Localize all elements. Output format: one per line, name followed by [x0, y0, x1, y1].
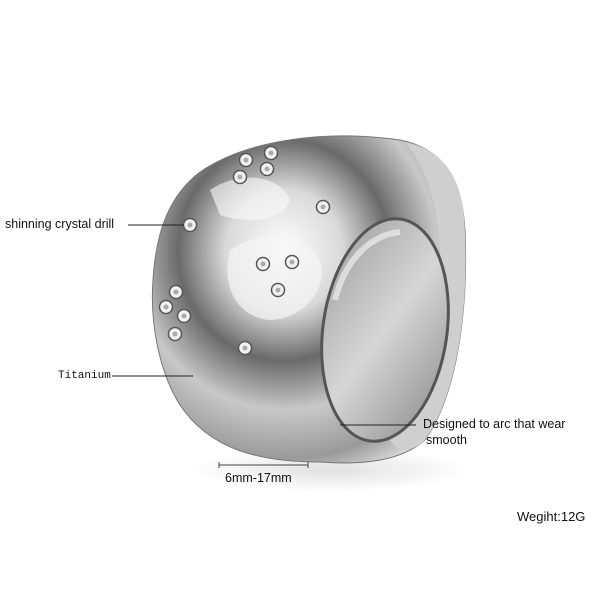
crystal-facet — [264, 166, 270, 172]
inner-band-highlight — [332, 229, 401, 301]
crystal-facet — [163, 304, 169, 310]
arc-label-line1: Designed to arc that wear — [423, 417, 566, 431]
crystal-facet — [268, 150, 274, 156]
weight-label: Wegiht:12G — [517, 509, 586, 524]
crystal-facet — [320, 204, 326, 210]
ring-inner-surface — [320, 217, 450, 443]
crystal-facet — [275, 287, 281, 293]
material-label: Titanium — [58, 370, 111, 382]
crystal-label: shinning crystal drill — [5, 217, 115, 231]
arc-label-line2: smooth — [426, 433, 467, 447]
crystal-facet — [237, 174, 243, 180]
crystal-facet — [172, 331, 178, 337]
crystal-facet — [289, 259, 295, 265]
crystal-facet — [181, 313, 187, 319]
width-label: 6mm-17mm — [225, 471, 292, 485]
ring-shadow — [190, 448, 470, 492]
ring-band-outer — [390, 142, 466, 450]
dome-highlight — [210, 177, 290, 220]
width-scale-bar — [218, 462, 309, 468]
dome-highlight — [227, 236, 322, 320]
crystal-facet — [260, 261, 266, 267]
crystal-facet — [243, 157, 249, 163]
crystal-facet — [173, 289, 179, 295]
crystal-stones — [158, 145, 331, 356]
crystal-facet — [242, 345, 248, 351]
crystal-facet — [187, 222, 193, 228]
